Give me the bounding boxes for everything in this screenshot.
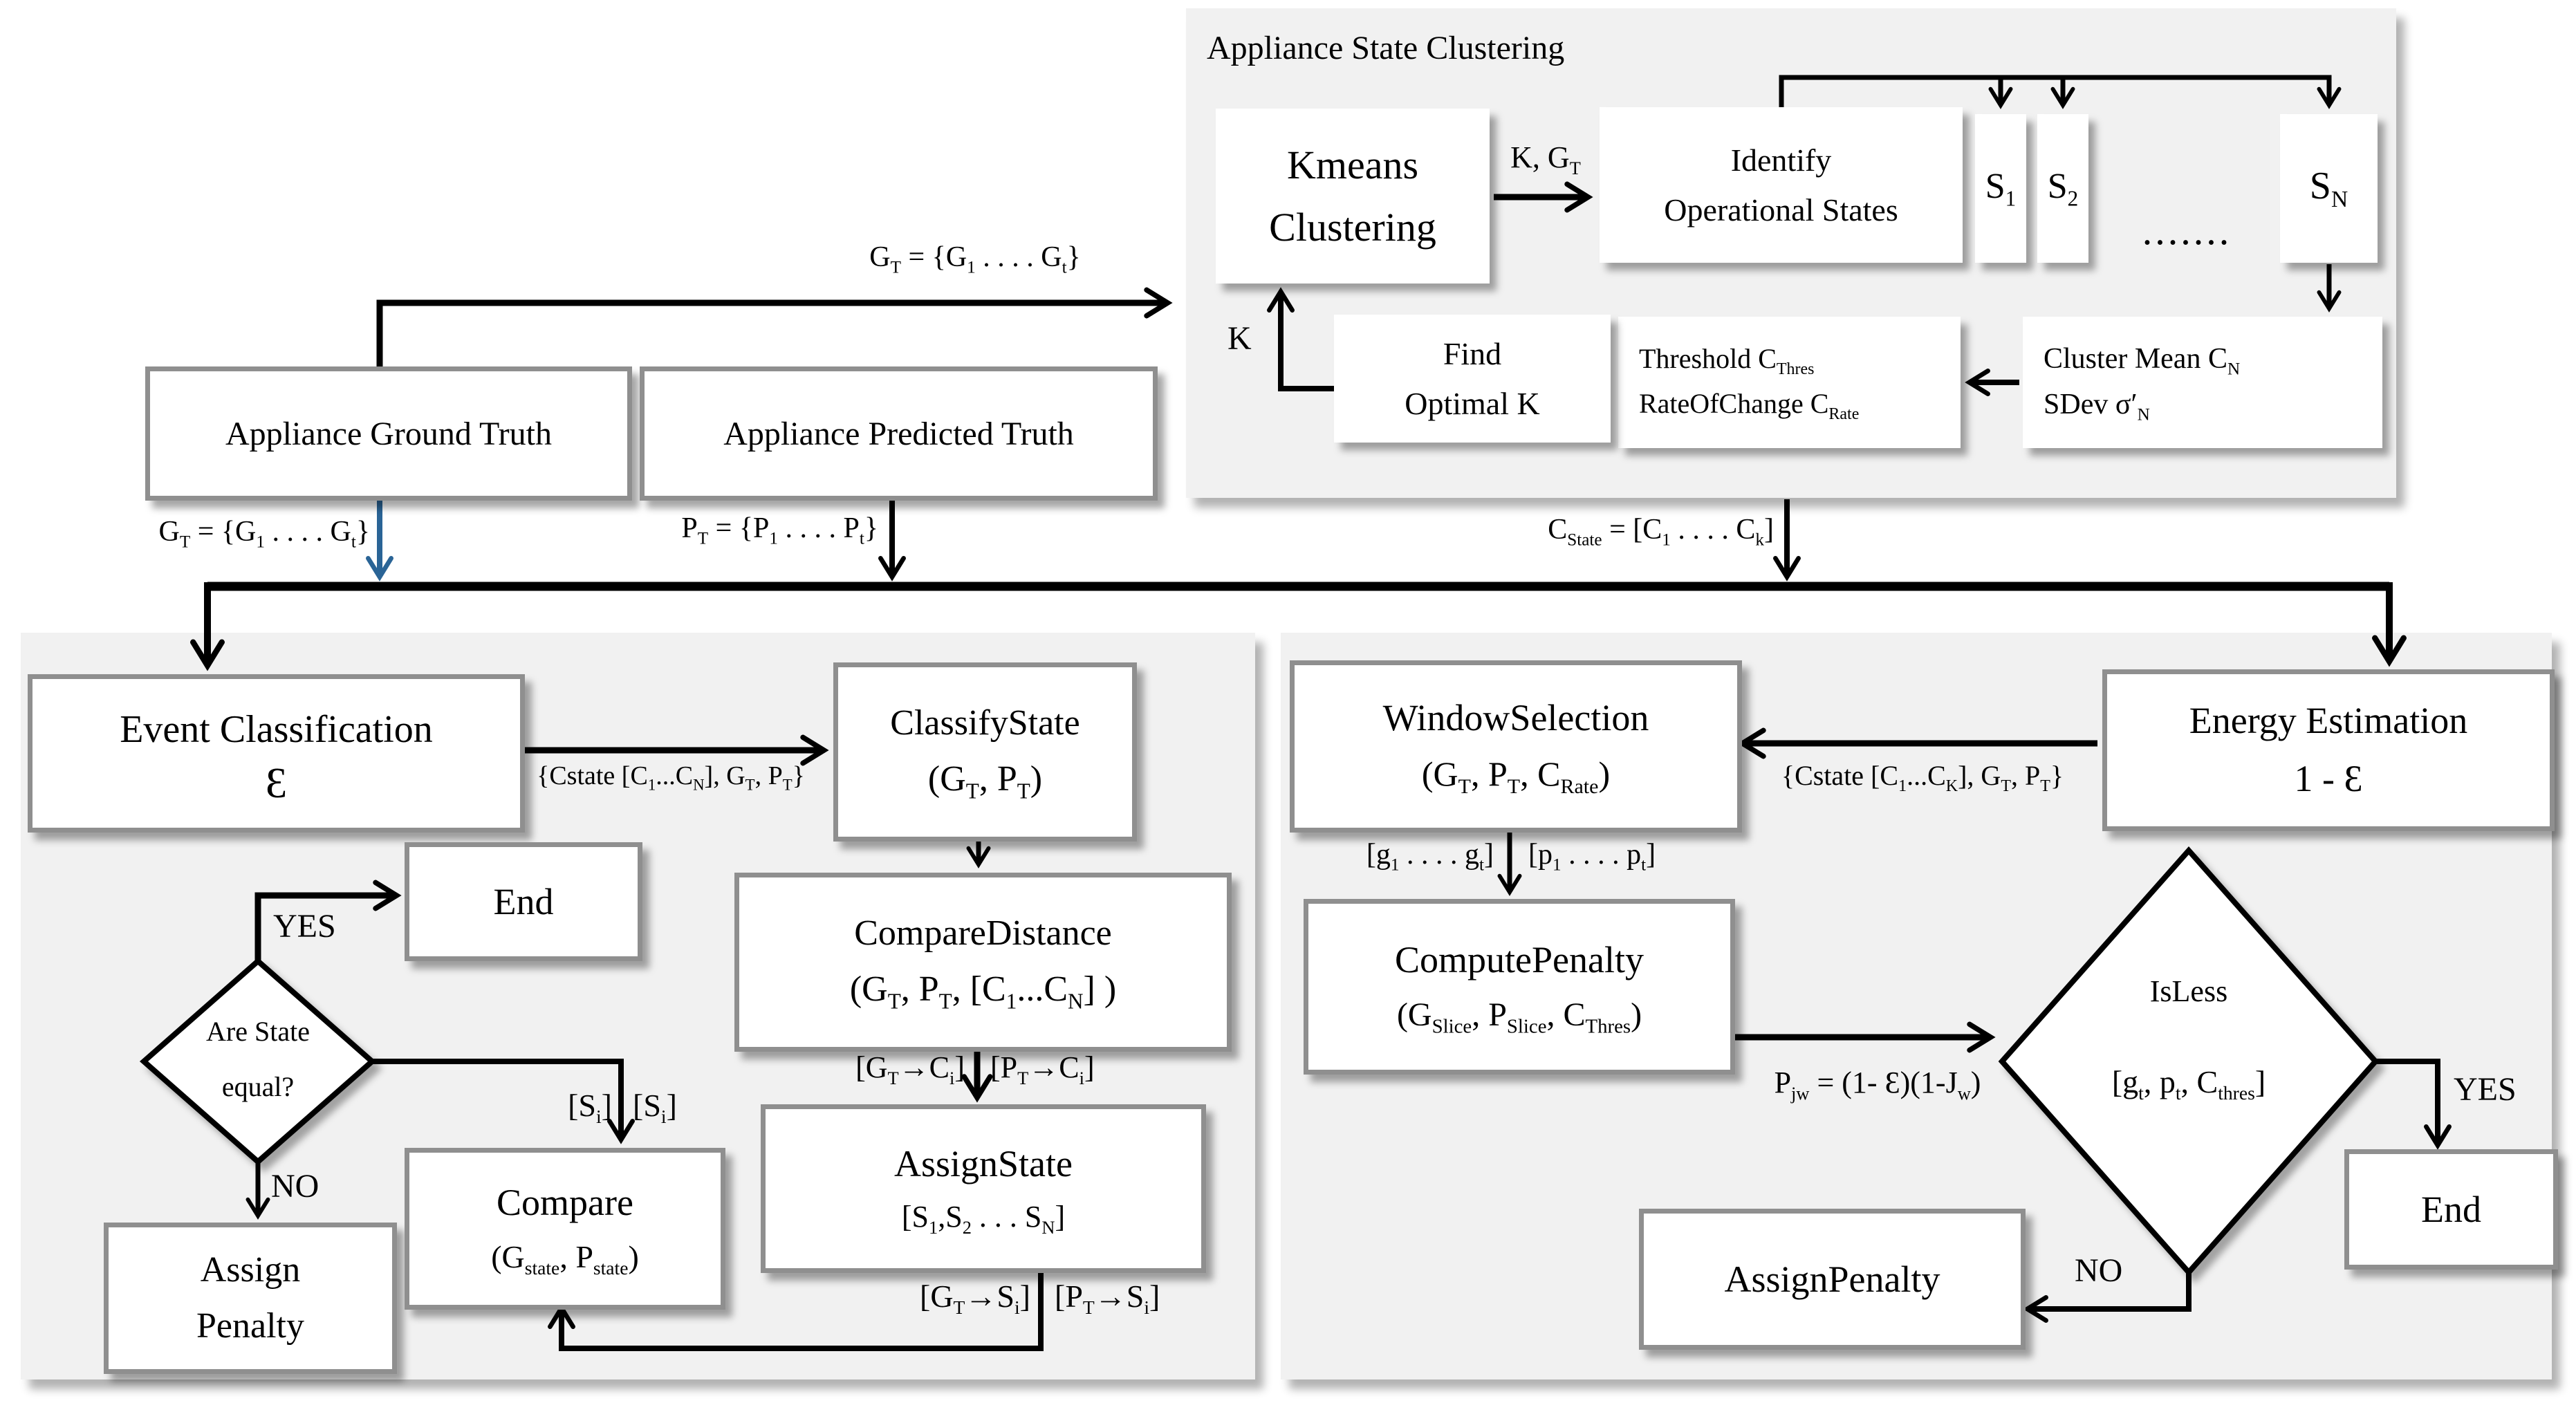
appliance-predicted-truth-box: Appliance Predicted Truth (640, 366, 1158, 501)
event-classification-box: Event Classification Ɛ (28, 674, 525, 833)
si-label-left: [Si] (568, 1088, 612, 1128)
no-label-left: NO (271, 1168, 319, 1205)
ground-truth-label: Appliance Ground Truth (225, 415, 552, 452)
identify-line2: Operational States (1664, 192, 1898, 227)
assign-penalty-left-line2: Penalty (196, 1306, 304, 1346)
arrow-diamond-to-compare (372, 1059, 635, 1144)
s1-label: S1 (1985, 166, 2017, 211)
energy-estimation-box: Energy Estimation 1 - Ɛ (2102, 669, 2555, 831)
classify-state-line1: ClassifyState (890, 703, 1080, 743)
assign-state-line2: [S1,S2 . . . SN] (901, 1199, 1066, 1238)
window-selection-box: WindowSelection (GT, PT, CRate) (1290, 660, 1742, 833)
find-optimal-k-box: Find Optimal K (1334, 315, 1611, 443)
end-box-left: End (405, 842, 642, 961)
window-selection-line2: (GT, PT, CRate) (1421, 754, 1611, 799)
assign-penalty-box-right: AssignPenalty (1639, 1209, 2026, 1350)
threshold-line1: Threshold CThres (1639, 342, 1815, 378)
end-left-label: End (493, 881, 554, 922)
isless-line2: [gt, pt, Cthres] (2111, 1064, 2266, 1104)
cstate-arrow-label-left: {Cstate [C1...CN], GT, PT} (537, 761, 805, 794)
assign-state-box: AssignState [S1,S2 . . . SN] (761, 1104, 1206, 1273)
threshold-rate-box: Threshold CThres RateOfChange CRate (1618, 317, 1961, 448)
isless-diamond (1998, 846, 2380, 1277)
gt-top-arrow-label: GT = {G1 . . . . Gt} (869, 241, 1081, 277)
cstate-down-arrow-label: CState = [C1 . . . . Ck] (1548, 514, 1774, 550)
p-slice-label: [p1 . . . . pt] (1528, 839, 1656, 875)
assign-state-line1: AssignState (893, 1143, 1073, 1185)
k-gt-arrow-label: K, GT (1510, 140, 1581, 178)
are-state-line2: equal? (221, 1071, 295, 1102)
arrow-assignstate-to-compare (548, 1263, 1044, 1351)
appliance-ground-truth-box: Appliance Ground Truth (145, 366, 632, 501)
kmeans-line2: Clustering (1269, 204, 1436, 250)
si-label-right: [Si] (633, 1088, 677, 1128)
s2-box: S2 (2037, 114, 2088, 263)
pt-si-label: [PT→Si] (1055, 1279, 1160, 1319)
assign-penalty-right-label: AssignPenalty (1724, 1258, 1940, 1300)
line-identify-branch (1779, 75, 2342, 109)
compare-distance-line1: CompareDistance (854, 913, 1112, 954)
s1-box: S1 (1975, 114, 2026, 263)
no-label-right: NO (2075, 1252, 2123, 1289)
classify-state-box: ClassifyState (GT, PT) (833, 662, 1137, 842)
s-dots: ....... (2142, 208, 2232, 253)
s2-label: S2 (2047, 166, 2079, 211)
k-feedback-label: K (1227, 320, 1252, 357)
findk-line1: Find (1443, 336, 1502, 372)
penalty-equation-label: Pjw = (1- Ɛ)(1-Jw) (1774, 1066, 1981, 1104)
clustering-panel-title: Appliance State Clustering (1207, 30, 1565, 66)
gt-si-label: [GT→Si] (920, 1279, 1030, 1319)
pt-ci-label: [PT→Ci] (990, 1050, 1095, 1088)
arrow-gt-to-clustering (376, 287, 1173, 366)
pt-down-arrow-label: PT = {P1 . . . . Pt} (681, 512, 878, 548)
compare-line2: (Gstate, Pstate) (491, 1238, 639, 1279)
g-slice-label: [g1 . . . . gt] (1366, 839, 1494, 875)
arrow-findk-to-kmeans (1267, 287, 1334, 391)
cluster-mean-line2: SDev σ′N (2044, 389, 2150, 425)
findk-line2: Optimal K (1405, 385, 1540, 421)
energy-estimation-line1: Energy Estimation (2189, 700, 2468, 742)
compare-line1: Compare (497, 1182, 633, 1224)
are-state-equal-diamond (139, 957, 377, 1166)
window-selection-line1: WindowSelection (1382, 697, 1649, 739)
kmeans-line1: Kmeans (1286, 142, 1419, 187)
yes-label-left: YES (273, 908, 336, 945)
assign-penalty-left-line1: Assign (200, 1249, 301, 1290)
cluster-mean-box: Cluster Mean CN SDev σ′N (2023, 317, 2382, 448)
energy-estimation-line2: 1 - Ɛ (2294, 758, 2363, 799)
arrow-yes-to-end-left (254, 880, 402, 961)
identify-line1: Identify (1730, 142, 1832, 178)
gt-ci-label: [GT→Ci] (855, 1050, 965, 1088)
sn-label: SN (2309, 164, 2348, 213)
cstate-arrow-label-right: {Cstate [C1...CK], GT, PT} (1781, 760, 2064, 795)
compare-distance-line2: (GT, PT, [C1...CN] ) (849, 969, 1117, 1014)
classify-state-line2: (GT, PT) (927, 759, 1043, 803)
are-state-line1: Are State (206, 1016, 310, 1047)
compare-distance-box: CompareDistance (GT, PT, [C1...CN] ) (734, 873, 1232, 1052)
compare-box: Compare (Gstate, Pstate) (405, 1148, 725, 1310)
predicted-truth-label: Appliance Predicted Truth (723, 415, 1074, 452)
end-box-right: End (2344, 1149, 2558, 1270)
isless-line1: IsLess (2149, 974, 2228, 1008)
assign-penalty-box-left: Assign Penalty (104, 1223, 397, 1374)
end-right-label: End (2421, 1189, 2481, 1230)
event-classification-line2: Ɛ (265, 759, 288, 807)
identify-operational-states-box: Identify Operational States (1600, 107, 1963, 263)
threshold-line2: RateOfChange CRate (1639, 388, 1860, 423)
compute-penalty-box: ComputePenalty (GSlice, PSlice, CThres) (1304, 899, 1735, 1075)
sn-box: SN (2280, 114, 2378, 263)
cluster-mean-line1: Cluster Mean CN (2044, 342, 2241, 378)
event-classification-line1: Event Classification (120, 708, 433, 751)
compute-penalty-line2: (GSlice, PSlice, CThres) (1396, 996, 1642, 1038)
compute-penalty-line1: ComputePenalty (1395, 939, 1644, 981)
arrow-no-to-assignpenalty-right (2023, 1272, 2192, 1323)
gt-down-arrow-label: GT = {G1 . . . . Gt} (158, 516, 370, 552)
arrow-yes-to-end-right (2375, 1059, 2452, 1150)
kmeans-clustering-box: Kmeans Clustering (1216, 109, 1490, 284)
yes-label-right: YES (2454, 1071, 2517, 1108)
